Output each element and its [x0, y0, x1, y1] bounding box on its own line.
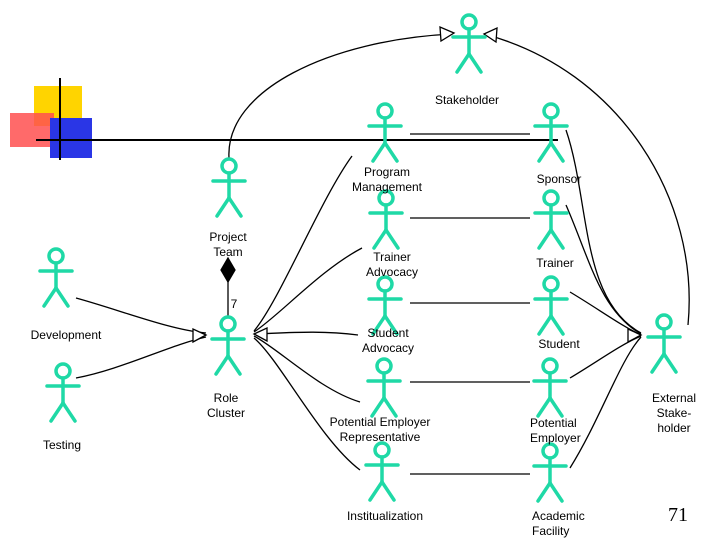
actor-label-trainer: Trainer	[536, 256, 574, 270]
actor-label-development: Development	[30, 328, 102, 342]
actor-label-stakeholder: Stakeholder	[434, 93, 500, 107]
actor-label-student: Student	[538, 337, 580, 351]
actor-external-stakeholder	[646, 313, 682, 374]
actor-label-project-team: Project Team	[209, 230, 247, 259]
actor-student-advocacy	[367, 275, 403, 336]
page-number: 71	[668, 504, 688, 526]
actor-label-institualization: Institualization	[346, 509, 424, 523]
actor-label-sponsor: Sponsor	[536, 172, 582, 186]
arrowhead-external-stakeholder	[627, 327, 643, 344]
trainer-advocacy-to-role-cluster	[253, 247, 363, 333]
actor-development	[38, 247, 74, 308]
institualization-to-role-cluster	[253, 337, 361, 471]
employer-representative-to-role-cluster	[253, 335, 361, 403]
actor-stakeholder	[451, 13, 487, 74]
actor-institualization	[364, 441, 400, 502]
actor-label-potential-employer-representative: Potential Employer Representative	[329, 415, 431, 444]
actor-label-trainer-advocacy: Trainer Advocacy	[365, 250, 419, 279]
actor-project-team	[211, 157, 247, 218]
arrowhead-stakeholder-left	[439, 25, 456, 43]
arrowhead-role-cluster-right	[252, 326, 268, 343]
corner-decoration	[10, 78, 558, 160]
trainer-to-external	[565, 204, 642, 335]
project-team-to-stakeholder	[228, 33, 453, 159]
program-management-to-role-cluster	[253, 155, 353, 332]
testing-to-role-cluster	[75, 336, 207, 379]
actor-potential-employer	[532, 357, 568, 418]
actor-trainer	[533, 189, 569, 250]
arrowheads	[192, 25, 643, 344]
composition-diamond	[220, 256, 236, 284]
academic-to-external	[569, 336, 642, 469]
actor-testing	[45, 362, 81, 423]
actor-label-program-management: Program Management	[351, 165, 423, 194]
actor-role-cluster	[210, 315, 246, 376]
actor-student	[533, 275, 569, 336]
actor-label-student-advocacy: Student Advocacy	[361, 326, 415, 355]
student-to-external	[569, 291, 642, 336]
actor-label-potential-employer: Potential Employer	[530, 416, 581, 445]
actor-label-role-cluster: Role Cluster	[206, 391, 245, 420]
multiplicity-label: 7	[230, 297, 238, 311]
arrowhead-role-cluster-left	[192, 327, 208, 344]
actor-trainer-advocacy	[368, 189, 404, 250]
actor-label-academic-facility: Academic Facility	[532, 509, 585, 538]
actor-sponsor	[533, 102, 569, 163]
actor-potential-employer-representative	[366, 357, 402, 418]
deco-red-block	[10, 113, 54, 147]
student-advocacy-to-role-cluster	[253, 331, 359, 336]
arrowhead-stakeholder-right	[482, 26, 498, 44]
actors	[38, 13, 682, 503]
actor-academic-facility	[532, 442, 568, 503]
actor-label-external-stakeholder: External Stake-holder	[651, 391, 697, 435]
actor-program-management	[367, 102, 403, 163]
external-stakeholder-to-stakeholder	[483, 33, 690, 326]
actor-label-testing: Testing	[42, 438, 82, 452]
deco-blue-block	[50, 118, 92, 158]
